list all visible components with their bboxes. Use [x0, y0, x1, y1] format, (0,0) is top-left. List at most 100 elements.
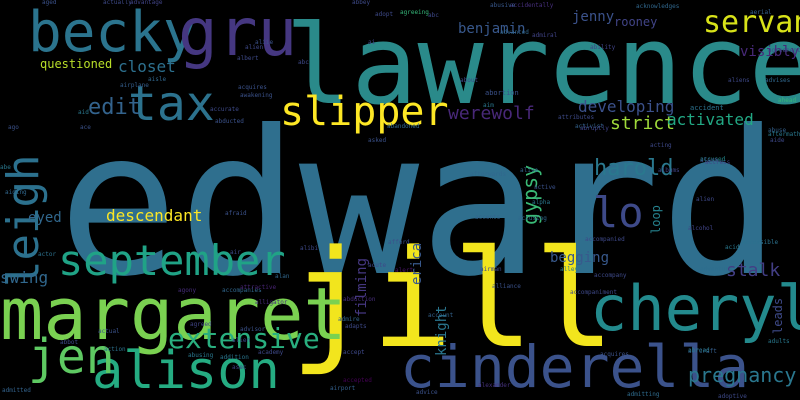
cloud-word: alive: [520, 167, 539, 174]
cloud-word: afterwards: [470, 171, 507, 178]
cloud-word: abruptly: [580, 125, 609, 132]
cloud-word: servant: [703, 5, 800, 40]
cloud-word: accurate: [210, 106, 239, 113]
cloud-word: aiding: [5, 189, 27, 196]
cloud-word: agreeing: [400, 9, 429, 16]
cloud-word: abuse: [768, 127, 787, 134]
cloud-word: abc: [428, 12, 439, 19]
cloud-word: admitted: [2, 387, 31, 394]
cloud-word: adoptive: [718, 393, 747, 400]
cloud-word: edit: [88, 95, 141, 120]
cloud-word: alarm: [700, 157, 719, 164]
cloud-word: rooney: [614, 15, 658, 29]
cloud-word: abducted: [215, 118, 244, 125]
cloud-word: agreement: [768, 47, 800, 54]
cloud-word: acquires: [238, 84, 267, 91]
cloud-word: airplane: [120, 82, 149, 89]
cloud-word: afford: [388, 239, 410, 246]
cloud-word: visibly: [740, 44, 800, 60]
cloud-word: academy: [258, 349, 284, 356]
cloud-word: aide: [770, 137, 785, 144]
cloud-word: lawrence: [285, 1, 800, 129]
cloud-word: jenny: [572, 9, 615, 25]
cloud-word: jen: [28, 329, 115, 385]
cloud-word: asked: [368, 137, 387, 144]
cloud-word: descendant: [106, 206, 203, 225]
cloud-word: acting: [650, 142, 672, 149]
cloud-word: alcohol: [688, 225, 714, 232]
cloud-word: becky: [28, 0, 197, 65]
cloud-word: albert: [237, 55, 259, 62]
cloud-word: aftermath: [768, 131, 800, 138]
cloud-word: afraid: [225, 210, 247, 217]
cloud-word: ability: [590, 44, 616, 51]
cloud-word: aid: [78, 109, 89, 116]
cloud-word: september: [58, 236, 286, 285]
cloud-word: aerial: [750, 9, 772, 16]
cloud-word: gru: [178, 0, 298, 71]
cloud-word: actually: [103, 0, 132, 6]
cloud-word: accents: [475, 214, 501, 221]
cloud-word: accompanied: [585, 236, 625, 243]
cloud-word: alexander: [478, 382, 511, 389]
cloud-word: addition: [220, 354, 249, 361]
cloud-word: lo: [593, 188, 644, 237]
cloud-word: accusing: [518, 215, 547, 222]
cloud-word: attributes: [558, 114, 595, 121]
cloud-word: erica: [409, 242, 425, 285]
cloud-word: about: [460, 77, 479, 84]
cloud-word: adults: [768, 338, 790, 345]
cloud-word: action: [104, 346, 126, 353]
cloud-word: admitting: [627, 391, 660, 398]
cloud-word: actress: [705, 159, 731, 166]
cloud-word: tax: [128, 76, 215, 132]
cloud-word: stalk: [726, 260, 781, 281]
cloud-word: acid: [725, 244, 740, 251]
cloud-word: alien: [232, 337, 251, 344]
cloud-word: abe: [0, 164, 11, 171]
cloud-word: advises: [765, 77, 791, 84]
cloud-word: acknowledges: [636, 3, 680, 10]
cloud-word: alpha: [532, 199, 551, 206]
cloud-word: accident: [690, 104, 724, 112]
cloud-word: activated: [667, 110, 754, 129]
cloud-word: abc: [298, 59, 309, 66]
cloud-word: ahead: [778, 97, 797, 104]
cloud-word: adventure: [700, 266, 733, 273]
cloud-word: active: [534, 184, 556, 191]
cloud-word: activist: [575, 123, 604, 130]
cloud-word: abbey: [352, 0, 371, 6]
cloud-word: extensive: [168, 322, 320, 355]
cloud-word: attractive: [240, 284, 277, 291]
cloud-word: alligator: [255, 299, 288, 306]
cloud-word: actual: [98, 328, 120, 335]
cloud-word: abduction: [343, 296, 376, 303]
cloud-word: abortion: [485, 89, 519, 97]
cloud-word: accidentally: [510, 2, 554, 9]
cloud-word: air: [230, 249, 241, 256]
cloud-word: werewolf: [448, 103, 535, 124]
cloud-word: accused: [700, 156, 726, 163]
cloud-word: accepted: [343, 377, 372, 384]
cloud-word: alien: [696, 196, 715, 203]
cloud-word: agony: [178, 287, 197, 294]
cloud-word: loop: [649, 204, 663, 234]
cloud-word: advanced: [500, 29, 529, 36]
cloud-word: aisle: [148, 76, 167, 83]
cloud-word: ace: [80, 124, 91, 131]
cloud-word: alan: [275, 273, 290, 280]
cloud-word: begging: [550, 250, 610, 266]
cloud-word: eyed: [28, 210, 62, 226]
cloud-word: alliance: [492, 283, 521, 290]
cloud-word: developing: [578, 97, 675, 116]
cloud-word: accompany: [594, 272, 627, 279]
cloud-word: account: [428, 312, 454, 319]
cloud-word: leads: [771, 297, 785, 334]
cloud-word: alison: [92, 341, 280, 400]
cloud-word: jill: [290, 221, 616, 378]
cloud-word: admire: [338, 316, 360, 323]
cloud-word: aged: [42, 0, 57, 6]
cloud-word: cinderella: [400, 333, 750, 400]
cloud-word: abusing: [188, 352, 214, 359]
cloud-word: advice: [416, 389, 438, 396]
